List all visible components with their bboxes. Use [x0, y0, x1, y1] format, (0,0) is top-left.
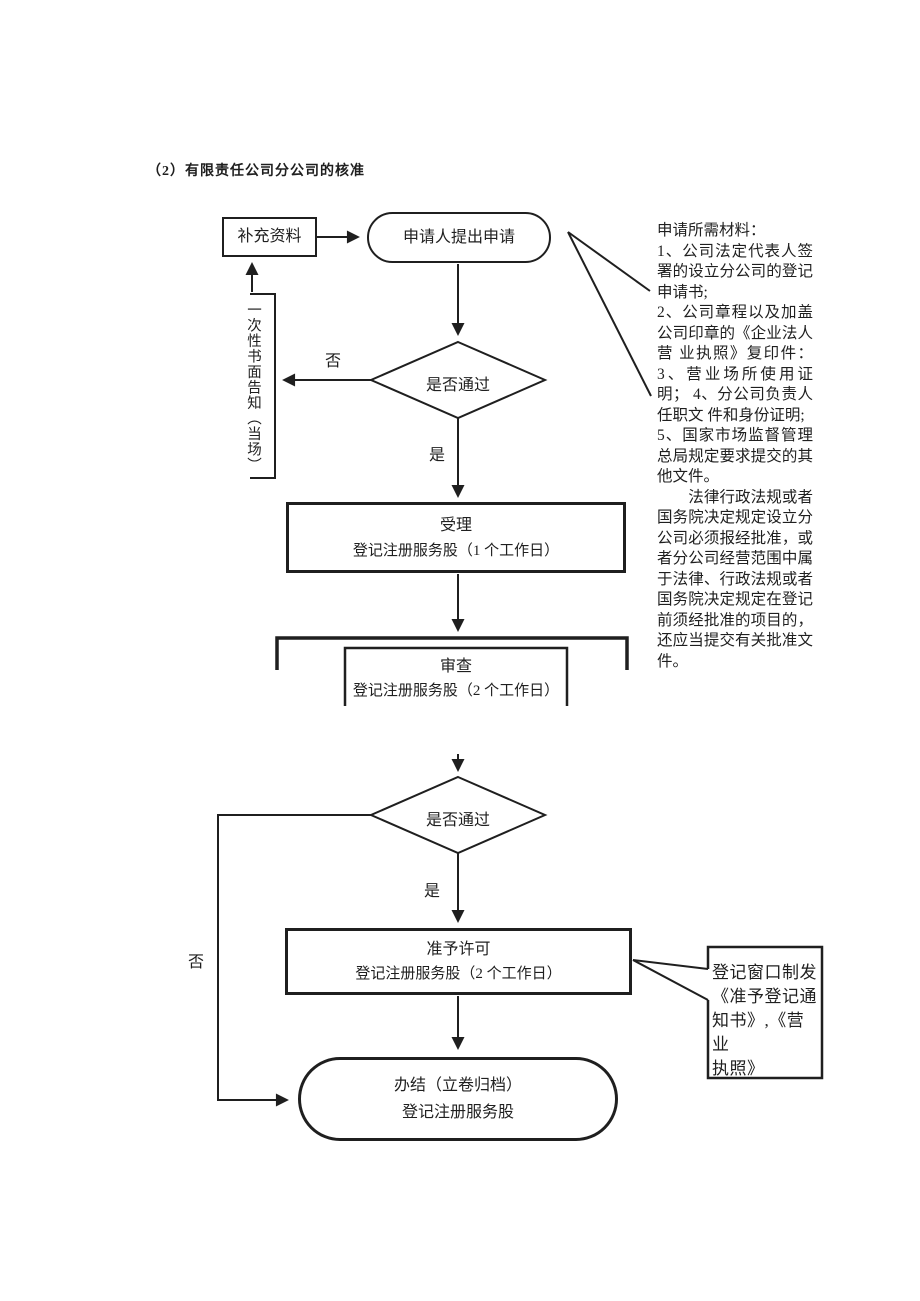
finish-title: 办结（立卷归档） [393, 1076, 522, 1094]
issue-callout: 登记窗口制发 《准予登记通 知书》,《营业 执照》 [712, 963, 817, 1078]
accept-dept: 登记注册服务股（1 个工作日） [352, 543, 560, 560]
supplement-label: 补充资料 [237, 228, 302, 245]
yes-label-1: 是 [429, 447, 446, 464]
no-label-2: 否 [188, 954, 205, 971]
approve-dept: 登记注册服务股（2 个工作日） [355, 965, 562, 982]
approve-title: 准予许可 [426, 940, 491, 958]
materials-note: 申请所需材料： 1、公司法定代表人签署的设立分公司的登记申请书; 2、公司章程以… [657, 222, 813, 670]
decision1-label: 是否通过 [425, 377, 490, 394]
supplement-box: 补充资料 [222, 217, 317, 257]
decision2-label: 是否通过 [425, 812, 490, 829]
review-box: 审查 登记注册服务股（2 个工作日） [345, 648, 567, 704]
review-title: 审查 [439, 657, 472, 675]
start-node: 申请人提出申请 [367, 212, 551, 263]
approve-box: 准予许可 登记注册服务股（2 个工作日） [285, 928, 632, 995]
pointer-callout-lower [633, 960, 708, 1000]
finish-node: 办结（立卷归档） 登记注册服务股 [298, 1057, 618, 1141]
accept-box: 受理 登记注册服务股（1 个工作日） [286, 502, 626, 573]
pointer-materials-upper [568, 232, 650, 291]
pointer-materials-lower [568, 232, 651, 396]
finish-dept: 登记注册服务股 [401, 1103, 514, 1121]
no-label-1: 否 [325, 353, 342, 370]
page-title: （2）有限责任公司分公司的核准 [147, 164, 365, 179]
start-label: 申请人提出申请 [402, 228, 515, 246]
pointer-callout-upper [633, 960, 708, 969]
review-dept: 登记注册服务股（2 个工作日） [352, 682, 560, 699]
accept-title: 受理 [439, 517, 472, 535]
notify-note: 一次性书面告知（当场） [244, 302, 261, 473]
yes-label-2: 是 [424, 883, 441, 900]
